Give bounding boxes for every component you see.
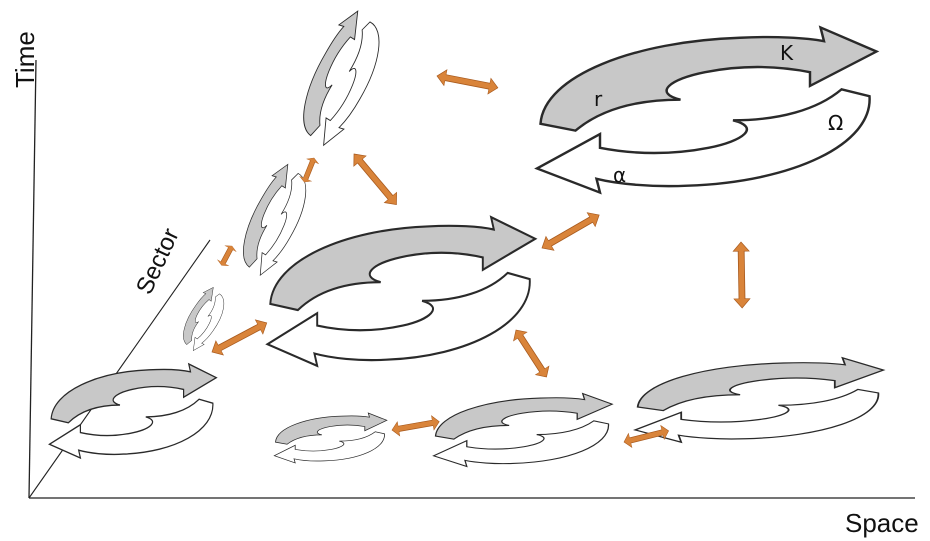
arrow-sector-middle-to-small [216, 243, 238, 268]
arrow-large-to-bottom-right [733, 242, 750, 308]
cycle-sector-top [280, 6, 400, 149]
phase-omega-label: Ω [828, 111, 843, 135]
arrow-center-to-bottom-middle [509, 326, 553, 382]
arrow-center-to-large [538, 208, 603, 255]
space-axis-label: Space [845, 508, 919, 538]
arrow-top-to-large [435, 68, 499, 96]
cycle-bottom-right [635, 358, 883, 442]
time-axis-label: Time [10, 31, 40, 88]
time-axis [29, 60, 36, 498]
cycle-bottom-small [274, 413, 387, 463]
cycle-large-center [268, 217, 536, 366]
cycle-bottom-middle [434, 394, 612, 467]
sector-axis [29, 240, 210, 498]
phase-K-label: K [780, 41, 794, 65]
arrow-sector-top-to-center [348, 149, 403, 210]
cycle-large-top-right [537, 27, 877, 192]
phase-alpha-label: α [613, 163, 626, 187]
cycle-bottom-left [49, 364, 216, 458]
phase-r-label: r [594, 87, 603, 111]
arrow-bottom-small-to-middle [391, 415, 441, 438]
